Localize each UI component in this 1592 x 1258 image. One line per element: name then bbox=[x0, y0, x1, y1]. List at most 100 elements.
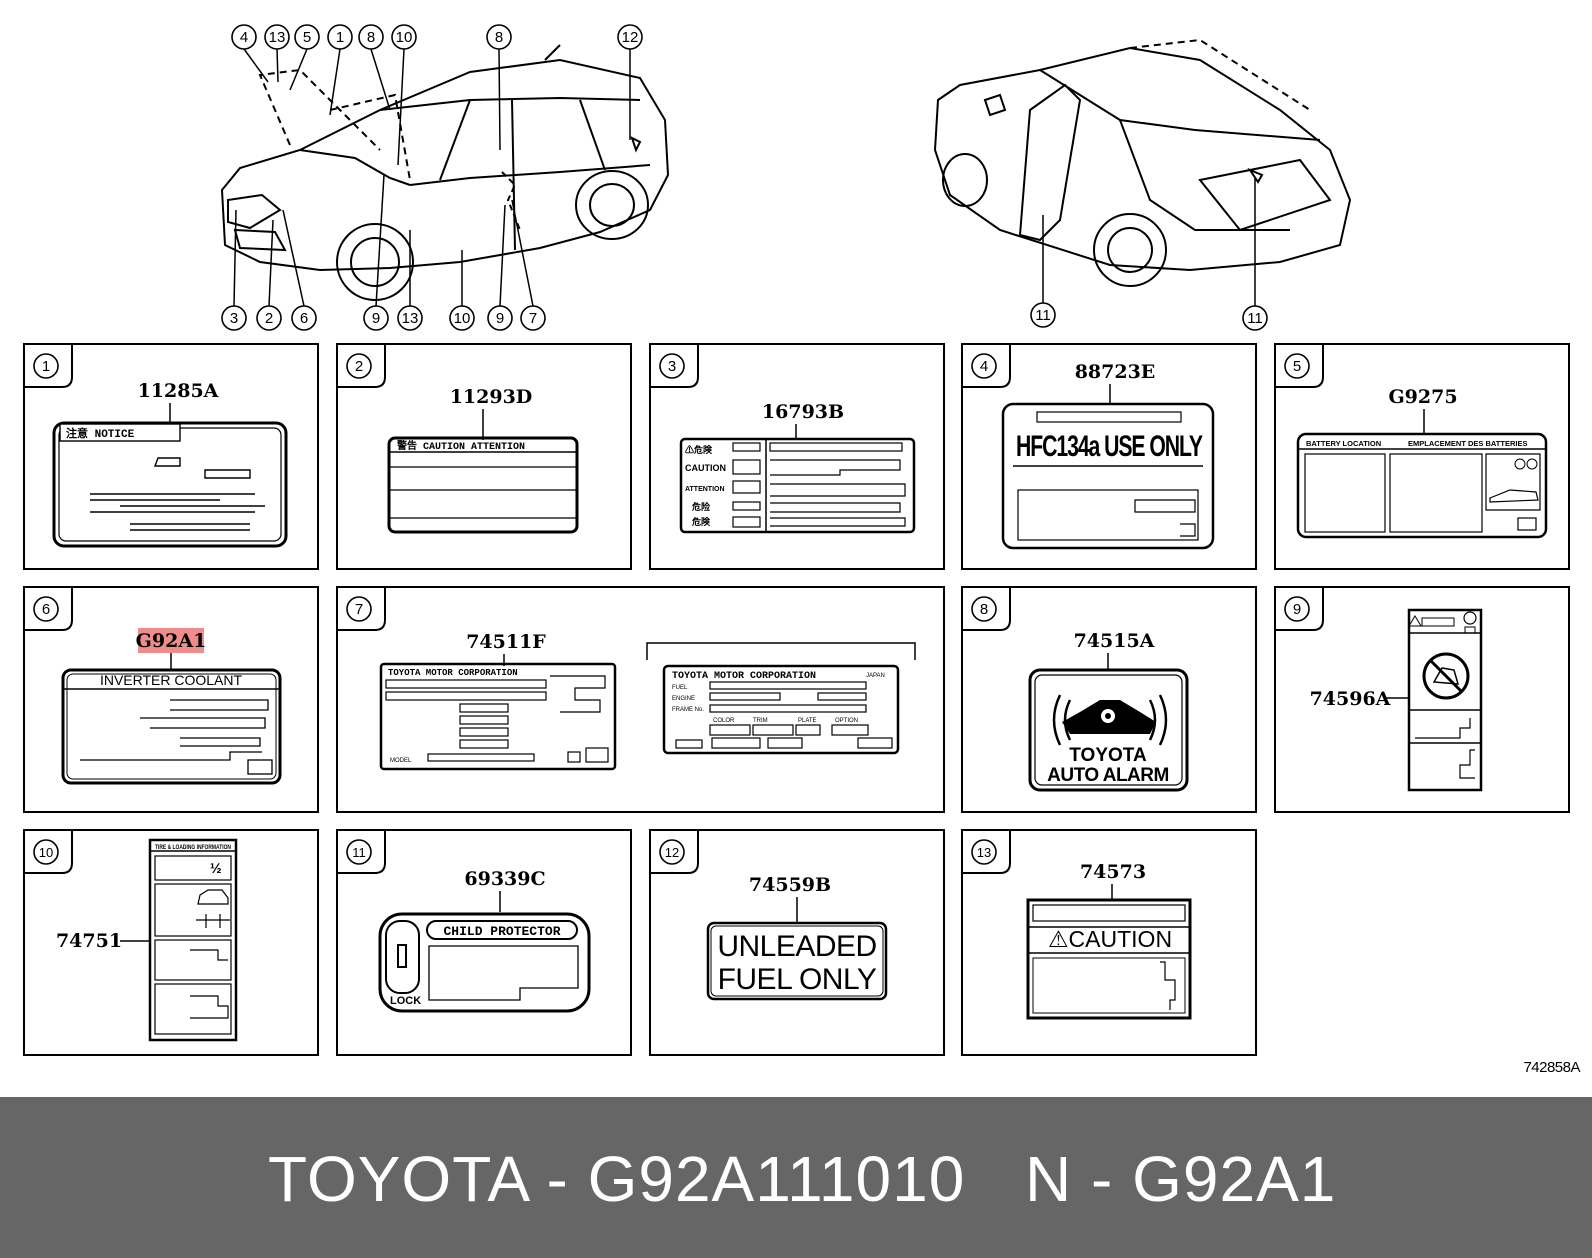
callout-8b: 8 bbox=[486, 24, 512, 50]
svg-text:9: 9 bbox=[496, 310, 504, 327]
panel-number-3: 3 bbox=[659, 353, 685, 379]
prohibited-icon bbox=[1422, 652, 1470, 700]
label-battery-location: BATTERY LOCATION EMPLACEMENT DES BATTERI… bbox=[1296, 432, 1548, 539]
part-number-69339C: 69339C bbox=[464, 868, 545, 890]
svg-text:9: 9 bbox=[372, 310, 380, 327]
part-number-11293D: 11293D bbox=[450, 386, 533, 408]
svg-text:FUEL ONLY: FUEL ONLY bbox=[718, 963, 877, 996]
callout-11: 11 bbox=[1030, 302, 1056, 328]
panel-frames bbox=[23, 343, 1570, 1056]
svg-text:1: 1 bbox=[42, 358, 50, 375]
callout-10b: 10 bbox=[449, 305, 475, 331]
svg-text:5: 5 bbox=[1293, 358, 1301, 375]
svg-text:AUTO ALARM: AUTO ALARM bbox=[1047, 765, 1169, 786]
svg-text:2: 2 bbox=[265, 310, 273, 327]
callout-2: 2 bbox=[256, 305, 282, 331]
panel-number-2: 2 bbox=[346, 353, 372, 379]
footer-brand-part-number: TOYOTA - G92A111010 bbox=[268, 1143, 966, 1215]
svg-text:5: 5 bbox=[303, 29, 311, 46]
alarm-waves-icon bbox=[1052, 694, 1168, 746]
svg-text:11: 11 bbox=[1035, 307, 1051, 324]
callout-3: 3 bbox=[221, 305, 247, 331]
svg-text:警告 CAUTION ATTENTION: 警告 CAUTION ATTENTION bbox=[396, 439, 525, 453]
panel-number-1: 1 bbox=[33, 353, 59, 379]
svg-text:注意 NOTICE: 注意 NOTICE bbox=[66, 426, 135, 441]
svg-text:7: 7 bbox=[529, 310, 537, 327]
svg-text:⚠CAUTION: ⚠CAUTION bbox=[1048, 926, 1172, 952]
front-callout-leaders bbox=[233, 48, 631, 307]
svg-text:TOYOTA: TOYOTA bbox=[1069, 745, 1147, 766]
svg-text:PLATE: PLATE bbox=[798, 718, 817, 724]
svg-text:JAPAN: JAPAN bbox=[866, 673, 885, 679]
lock-text: LOCK bbox=[390, 995, 421, 1007]
label-child-protector: LOCK CHILD PROTECTOR bbox=[378, 912, 591, 1013]
part-number-74511F: 74511F bbox=[466, 631, 546, 653]
callout-4: 4 bbox=[231, 24, 257, 50]
svg-text:UNLEADED: UNLEADED bbox=[717, 930, 876, 963]
svg-text:4: 4 bbox=[240, 29, 248, 46]
callout-1: 1 bbox=[327, 24, 353, 50]
svg-text:COLOR: COLOR bbox=[713, 718, 735, 724]
panel-number-6: 6 bbox=[33, 596, 59, 622]
label-caution: ⚠CAUTION bbox=[1026, 898, 1192, 1020]
callout-7: 7 bbox=[520, 305, 546, 331]
label-notice: 注意 NOTICE bbox=[52, 421, 288, 548]
svg-text:TOYOTA MOTOR CORPORATION: TOYOTA MOTOR CORPORATION bbox=[388, 668, 518, 678]
part-number-16793B: 16793B bbox=[762, 401, 844, 423]
part-number-74751: 74751 bbox=[56, 930, 122, 952]
panel-number-12: 12 bbox=[659, 839, 685, 865]
svg-text:MODEL: MODEL bbox=[390, 758, 412, 764]
svg-text:6: 6 bbox=[42, 601, 50, 618]
rear-car-illustration bbox=[933, 38, 1352, 287]
part-number-74573: 74573 bbox=[1080, 861, 1146, 883]
part-number-G92A1: G92A1 bbox=[136, 630, 207, 652]
panel-number-9: 9 bbox=[1284, 596, 1310, 622]
svg-text:CAUTION: CAUTION bbox=[685, 463, 726, 473]
svg-text:EMPLACEMENT DES BATTERIES: EMPLACEMENT DES BATTERIES bbox=[1408, 439, 1527, 448]
label-multilingual-warning: ⚠危険 CAUTION ATTENTION 危险 危険 bbox=[679, 437, 916, 534]
svg-text:2: 2 bbox=[355, 358, 363, 375]
label-vehicle-plates: TOYOTA MOTOR CORPORATION MODEL TOYOTA MO… bbox=[379, 642, 916, 771]
panel-number-tabs bbox=[24, 344, 1324, 874]
callout-11b: 11 bbox=[1242, 305, 1268, 331]
panel-numbers: 1 2 3 4 5 6 7 8 9 10 11 12 13 bbox=[33, 353, 1310, 865]
panel-number-5: 5 bbox=[1284, 353, 1310, 379]
callout-13b: 13 bbox=[397, 305, 423, 331]
svg-text:TIRE & LOADING INFORMATION: TIRE & LOADING INFORMATION bbox=[155, 845, 231, 851]
callout-9: 9 bbox=[363, 305, 389, 331]
label-inverter-coolant: INVERTER COOLANT bbox=[61, 668, 282, 785]
label-auto-alarm: TOYOTA AUTO ALARM bbox=[1028, 668, 1189, 792]
svg-text:BATTERY LOCATION: BATTERY LOCATION bbox=[1306, 439, 1381, 448]
part-number-74515A: 74515A bbox=[1074, 630, 1155, 652]
svg-text:危险: 危险 bbox=[691, 501, 711, 512]
highlight-box bbox=[138, 628, 204, 653]
front-callouts: 4 13 5 1 8 10 8 12 3 2 6 9 13 10 9 7 bbox=[221, 24, 643, 331]
svg-text:10: 10 bbox=[396, 29, 413, 46]
svg-text:ENGINE: ENGINE bbox=[672, 696, 695, 702]
svg-text:13: 13 bbox=[402, 310, 419, 327]
rear-callouts: 11 11 bbox=[1030, 302, 1268, 331]
part-leaders bbox=[120, 384, 1425, 942]
svg-text:11: 11 bbox=[352, 845, 366, 860]
svg-text:9: 9 bbox=[1293, 601, 1301, 618]
label-hfc134a: HFC134a USE ONLY bbox=[1001, 402, 1215, 550]
label-vertical-warning bbox=[1407, 608, 1483, 792]
svg-text:3: 3 bbox=[668, 358, 676, 375]
callout-5: 5 bbox=[294, 24, 320, 50]
callout-8: 8 bbox=[358, 24, 384, 50]
svg-text:OPTION: OPTION bbox=[835, 718, 858, 724]
part-number-88723E: 88723E bbox=[1075, 361, 1156, 383]
panel-number-10: 10 bbox=[33, 839, 59, 865]
svg-text:FRAME No.: FRAME No. bbox=[672, 707, 704, 713]
panel-number-4: 4 bbox=[971, 353, 997, 379]
svg-text:8: 8 bbox=[367, 29, 375, 46]
panel-number-7: 7 bbox=[346, 596, 372, 622]
svg-text:CHILD PROTECTOR: CHILD PROTECTOR bbox=[443, 924, 560, 939]
callout-12: 12 bbox=[617, 24, 643, 50]
svg-text:INVERTER COOLANT: INVERTER COOLANT bbox=[100, 672, 243, 688]
callout-6: 6 bbox=[291, 305, 317, 331]
panel-number-13: 13 bbox=[971, 839, 997, 865]
part-numbers: 11285A 11293D 16793B 88723E G9275 G92A1 … bbox=[56, 361, 1458, 952]
svg-text:11: 11 bbox=[1247, 310, 1263, 327]
svg-text:TOYOTA MOTOR CORPORATION: TOYOTA MOTOR CORPORATION bbox=[672, 671, 816, 682]
